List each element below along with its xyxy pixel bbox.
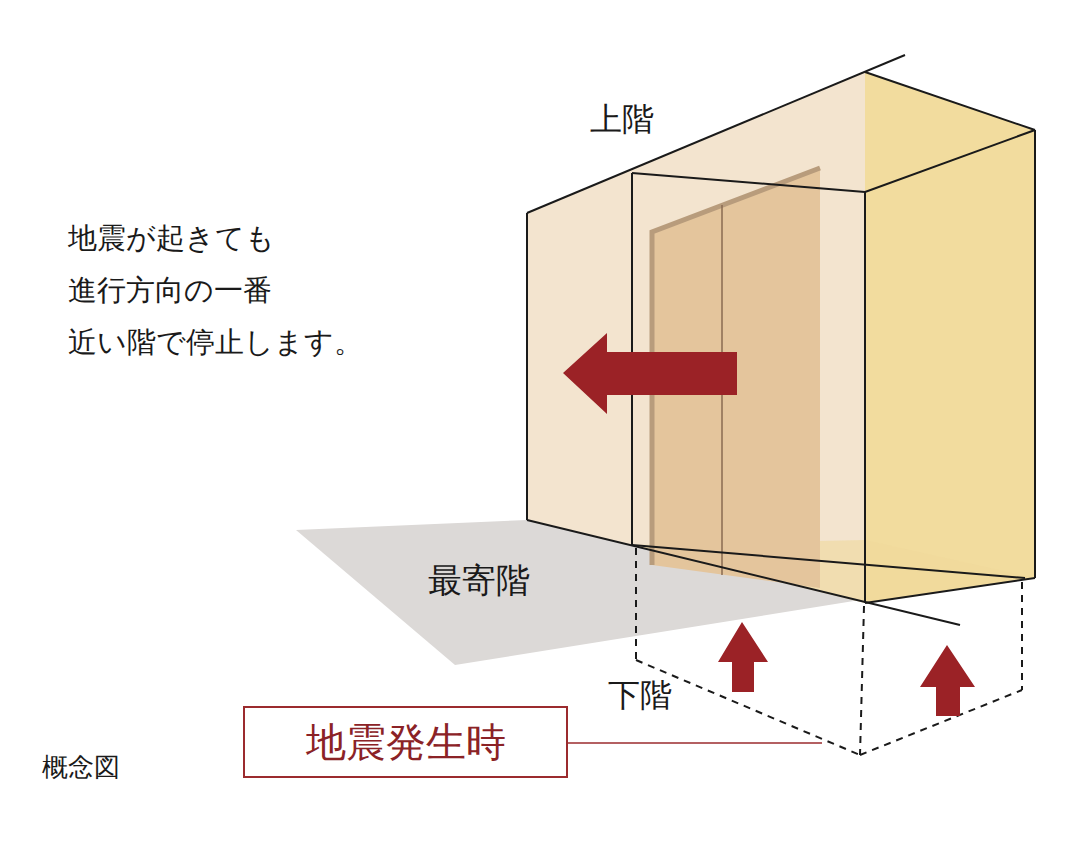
floor-label: 最寄階 xyxy=(428,560,530,601)
car-frame xyxy=(527,55,1035,625)
travel-arrow xyxy=(563,333,737,414)
car-back-wall xyxy=(527,72,865,603)
leader-line xyxy=(568,742,822,744)
lower-shaft xyxy=(636,548,1022,755)
floor-label: 下階 xyxy=(608,676,672,714)
event-box: 地震発生時 xyxy=(243,706,568,778)
up-arrow xyxy=(718,622,768,692)
figure-note: 概念図 xyxy=(42,752,120,783)
description-note: 地震が起きても 進行方向の一番 近い階で停止します。 xyxy=(68,212,408,369)
car-side-wall xyxy=(865,72,1035,603)
up-arrow xyxy=(920,645,975,716)
floor-label: 上階 xyxy=(590,100,654,138)
event-text: 地震発生時 xyxy=(306,720,506,764)
